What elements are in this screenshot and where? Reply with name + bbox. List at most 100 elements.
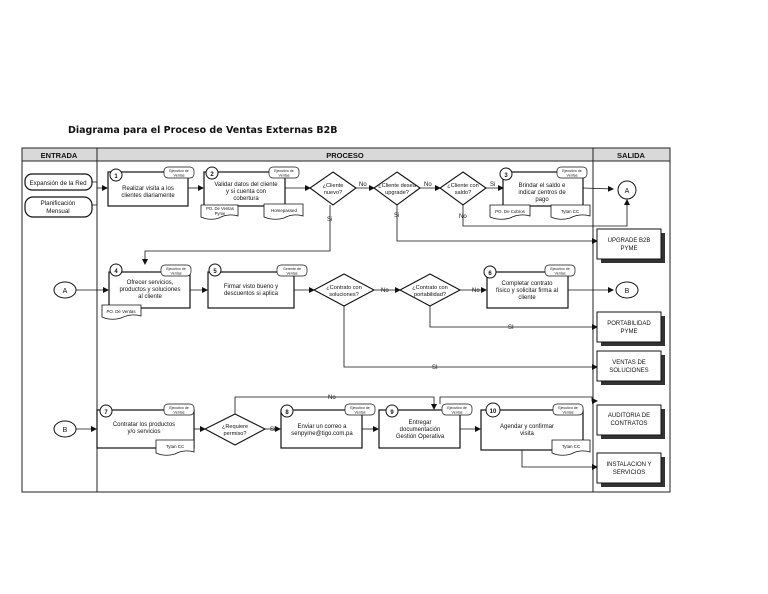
svg-text:¿Contrato con: ¿Contrato con: [326, 285, 361, 291]
svg-text:CONTRATOS: CONTRATOS: [610, 421, 647, 427]
label-no-permiso: No: [328, 395, 336, 401]
svg-text:¿Cliente desea: ¿Cliente desea: [378, 183, 417, 189]
svg-text:Ventas: Ventas: [279, 174, 290, 178]
label-si-portabilidad: SI: [508, 325, 514, 331]
flow-lines: [76, 181, 630, 470]
svg-text:Ejecutivo de: Ejecutivo de: [558, 406, 578, 410]
svg-text:8: 8: [285, 410, 289, 416]
label-si-nuevo: Si: [327, 217, 332, 223]
svg-text:portabilidad?: portabilidad?: [414, 292, 446, 298]
svg-text:Ventas: Ventas: [452, 411, 463, 415]
connector-b-in: B: [53, 420, 77, 438]
svg-text:VENTAS DE: VENTAS DE: [612, 360, 646, 366]
svg-text:Tytan CC: Tytan CC: [561, 209, 579, 214]
svg-text:Ejecutivo de: Ejecutivo de: [562, 169, 582, 173]
svg-text:3: 3: [504, 173, 508, 179]
svg-text:A: A: [63, 288, 68, 295]
svg-text:Ventas: Ventas: [555, 272, 566, 276]
svg-text:¿Contrato con: ¿Contrato con: [412, 285, 447, 291]
output-ventas-soluciones: VENTAS DE SOLUCIONES: [596, 350, 665, 385]
svg-text:Tytan CC: Tytan CC: [166, 444, 184, 449]
connector-a-in: A: [53, 281, 77, 299]
svg-text:4: 4: [114, 269, 118, 275]
svg-text:productos y soluciones: productos y soluciones: [119, 287, 180, 293]
svg-text:visita: visita: [520, 431, 534, 437]
diagram-title: Diagrama para el Proceso de Ventas Exter…: [68, 125, 338, 136]
svg-text:Firmar visto bueno y: Firmar visto bueno y: [224, 284, 278, 290]
svg-text:AUDITORIA DE: AUDITORIA DE: [608, 413, 650, 419]
svg-text:A: A: [625, 188, 630, 195]
svg-text:5: 5: [213, 269, 217, 275]
doc-tytan-step7: Tytan CC: [155, 439, 195, 456]
svg-text:senpyme@tigo.com.pa: senpyme@tigo.com.pa: [291, 431, 353, 437]
svg-text:B: B: [625, 288, 630, 295]
svg-text:Homepassed: Homepassed: [271, 208, 297, 213]
column-headers: ENTRADA PROCESO SALIDA: [21, 147, 671, 162]
svg-text:documentación: documentación: [400, 427, 441, 433]
svg-text:PO. De Ventas: PO. De Ventas: [206, 206, 234, 211]
process-step-7: 7 Ejecutivo de Ventas Contratar los prod…: [96, 403, 195, 449]
svg-text:Ventas: Ventas: [355, 411, 366, 415]
svg-text:Agendar y confirmar: Agendar y confirmar: [500, 424, 554, 430]
svg-text:Validar datos del cliente: Validar datos del cliente: [214, 182, 278, 188]
input-planificacion: Planificación Mensual: [24, 196, 93, 218]
process-step-1: 1 Ejecutivo de Ventas Realizar visita a …: [107, 166, 195, 207]
label-si-permiso: Si: [270, 427, 275, 433]
svg-text:Brindar el saldo e: Brindar el saldo e: [519, 183, 566, 189]
svg-text:PYME: PYME: [620, 246, 637, 252]
doc-po-ventas: PO. De Ventas: [101, 304, 142, 320]
process-step-4: 4 Ejecutivo de Ventas Ofrecer servicios,…: [108, 263, 192, 309]
process-step-8: 8 Ejecutivo de Ventas Enviar un correo a…: [280, 403, 376, 449]
label-no-soluciones: No: [381, 288, 389, 294]
svg-text:indicar centros de: indicar centros de: [518, 190, 566, 196]
svg-text:pago: pago: [535, 197, 549, 203]
process-step-6: 6 Ejecutivo de Ventas Completar contrato…: [483, 264, 576, 309]
label-si-soluciones: SI: [432, 365, 438, 371]
header-entrada: ENTRADA: [41, 151, 78, 160]
doc-tytan-row1: Tytan CC: [550, 204, 591, 220]
svg-text:SERVICIOS: SERVICIOS: [613, 470, 646, 476]
connector-a-out: A: [617, 180, 637, 200]
svg-text:Ventas: Ventas: [174, 174, 185, 178]
svg-text:cobertura: cobertura: [233, 196, 259, 202]
svg-text:PO. De Cobros: PO. De Cobros: [495, 209, 526, 214]
output-portabilidad: PORTABILIDAD PYME: [596, 311, 665, 346]
svg-text:INSTALACION Y: INSTALACION Y: [606, 462, 651, 468]
doc-homepassed: Homepassed: [263, 203, 304, 220]
svg-text:Contratar los productos: Contratar los productos: [113, 422, 175, 428]
svg-text:Ejecutivo de: Ejecutivo de: [169, 169, 189, 173]
svg-text:Ejecutivo de: Ejecutivo de: [169, 406, 189, 410]
svg-text:y si cuenta con: y si cuenta con: [226, 189, 266, 195]
process-step-5: 5 Gerente de Ventas Firmar visto bueno y…: [207, 263, 308, 309]
svg-text:Ventas: Ventas: [563, 411, 574, 415]
svg-text:Completar contrato: Completar contrato: [501, 281, 553, 287]
svg-text:nuevo?: nuevo?: [324, 190, 342, 196]
label-si-saldo: Si: [490, 182, 495, 188]
svg-text:Ejecutivo de: Ejecutivo de: [166, 267, 186, 271]
decision-cliente-saldo: ¿Cliente con saldo?: [439, 171, 487, 206]
output-auditoria-contratos: AUDITORIA DE CONTRATOS: [596, 404, 665, 439]
svg-text:Enviar un correo a: Enviar un correo a: [297, 424, 347, 430]
svg-text:1: 1: [114, 174, 118, 180]
svg-text:PYME: PYME: [620, 329, 637, 335]
svg-text:PO. De Ventas: PO. De Ventas: [106, 309, 136, 314]
label-si-upgrade: Si: [394, 213, 399, 219]
output-upgrade-b2b: UPGRADE B2B PYME: [596, 228, 665, 263]
doc-po-cobros: PO. De Cobros: [489, 204, 531, 220]
svg-text:Gerente de: Gerente de: [283, 267, 301, 271]
flow-labels: No No Si No Si Si No No SI SI No Si: [270, 182, 514, 433]
svg-text:UPGRADE B2B: UPGRADE B2B: [608, 238, 651, 244]
svg-text:SOLUCIONES: SOLUCIONES: [609, 368, 648, 374]
svg-text:saldo?: saldo?: [455, 190, 471, 196]
process-step-9: 9 Ejecutivo de Ventas Entregar documenta…: [378, 403, 473, 449]
decision-contrato-soluciones: ¿Contrato con soluciones?: [312, 273, 376, 307]
label-no-portabilidad: No: [472, 288, 480, 294]
svg-text:y/o servicios: y/o servicios: [127, 429, 160, 435]
svg-text:Ventas: Ventas: [171, 272, 182, 276]
decision-requiere-permiso: ¿Requiere permiso?: [203, 413, 267, 446]
svg-text:Pyme: Pyme: [215, 211, 226, 216]
svg-text:¿Requiere: ¿Requiere: [222, 424, 248, 430]
svg-text:6: 6: [488, 271, 492, 277]
label-no-saldo: No: [459, 214, 467, 220]
